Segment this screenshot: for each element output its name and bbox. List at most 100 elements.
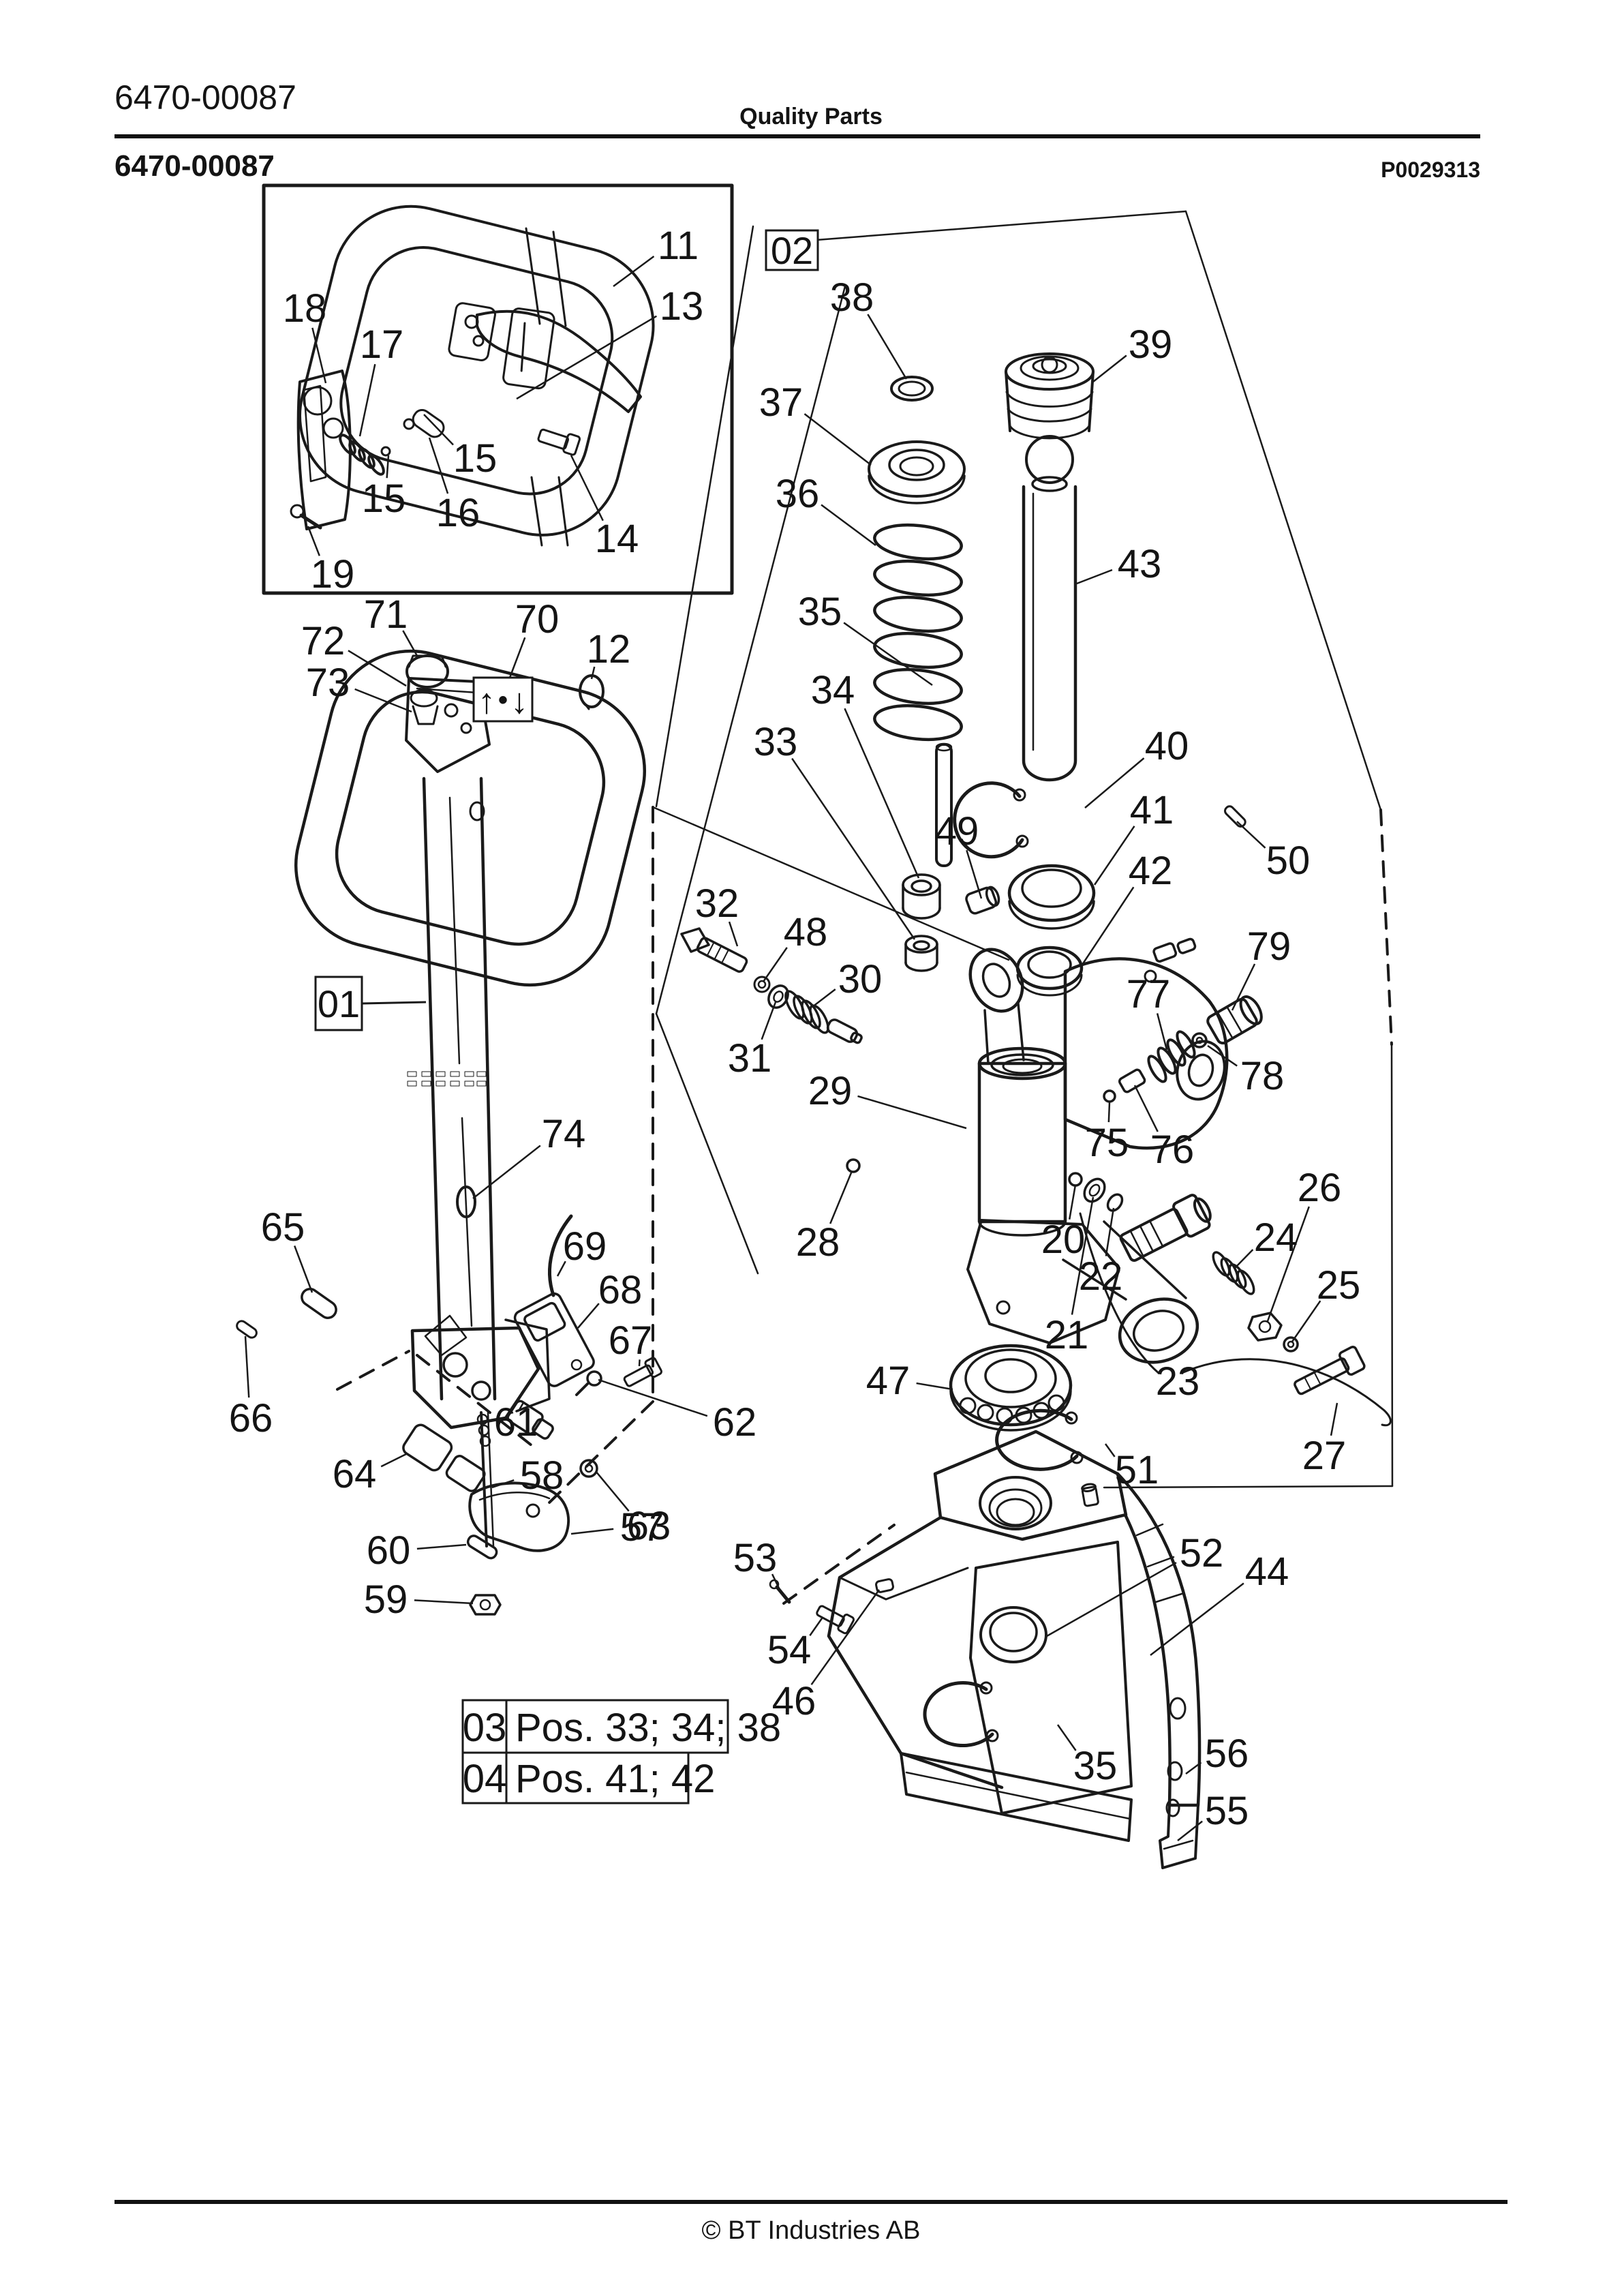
callout-77: 77 <box>1127 972 1171 1016</box>
leader-line-32 <box>728 921 739 947</box>
leader-line-46 <box>810 1589 881 1685</box>
assembly-boxes: 01 02 <box>314 229 819 1031</box>
callout-12: 12 <box>587 627 631 671</box>
leader-line-69 <box>556 1260 566 1277</box>
leader-line-49 <box>966 849 983 899</box>
leader-line-55 <box>1177 1820 1203 1841</box>
leader-line-19 <box>307 526 320 556</box>
callout-59: 59 <box>364 1577 408 1622</box>
quality-parts-title: Quality Parts <box>739 104 883 130</box>
assembly-box-label-01: 01 <box>318 982 360 1025</box>
leader-line-39 <box>1092 354 1127 382</box>
callout-63: 63 <box>627 1504 671 1548</box>
leader-line-65 <box>293 1245 313 1293</box>
callout-29: 29 <box>808 1069 853 1113</box>
callout-37: 37 <box>759 380 804 425</box>
leader-line-28 <box>829 1170 853 1224</box>
leader-line-75 <box>1107 1102 1111 1123</box>
leader-line-37 <box>804 413 872 466</box>
leader-line-18 <box>311 327 327 384</box>
leader-line-68 <box>577 1303 600 1329</box>
callout-73: 73 <box>306 661 350 705</box>
callout-15: 15 <box>453 436 498 481</box>
leader-line-22 <box>1105 1207 1115 1256</box>
ref-positions: Pos. 41; 42 <box>515 1757 715 1801</box>
callout-57: 57 <box>620 1505 664 1550</box>
pump-spring <box>873 523 963 742</box>
leader-line-13 <box>516 315 658 400</box>
callout-79: 79 <box>1247 924 1291 969</box>
leader-line-50 <box>1236 821 1266 849</box>
callout-23: 23 <box>1156 1359 1200 1404</box>
leader-line-21 <box>1071 1196 1095 1315</box>
leader-line-73 <box>354 688 412 713</box>
svg-text:↓: ↓ <box>510 682 528 721</box>
callout-76: 76 <box>1150 1128 1195 1172</box>
leader-line-29 <box>857 1095 967 1130</box>
svg-text:•: • <box>498 685 508 715</box>
callout-61: 61 <box>494 1400 538 1445</box>
callout-39: 39 <box>1129 322 1173 367</box>
callout-52: 52 <box>1180 1531 1224 1575</box>
callout-54: 54 <box>767 1628 812 1672</box>
leader-line-56 <box>1185 1762 1202 1775</box>
callout-16: 16 <box>436 491 480 535</box>
assembly-box-label-02: 02 <box>771 229 813 272</box>
leader-line-15 <box>423 414 454 446</box>
callout-69: 69 <box>563 1224 607 1269</box>
ref-positions: Pos. 33; 34; 38 <box>515 1706 781 1750</box>
leader-line-74 <box>472 1145 541 1199</box>
leader-line-11 <box>613 256 655 288</box>
callout-75: 75 <box>1085 1121 1129 1165</box>
callout-24: 24 <box>1254 1215 1298 1260</box>
group-boundary-lines <box>336 210 1394 1605</box>
embossed-logo-band <box>407 1071 487 1087</box>
table-row: 04 Pos. 41; 42 <box>461 1751 715 1804</box>
callout-22: 22 <box>1079 1254 1123 1299</box>
ref-id: 03 <box>463 1706 507 1750</box>
leader-line-72 <box>348 650 407 687</box>
callout-46: 46 <box>772 1679 816 1723</box>
reference-table: 03 Pos. 33; 34; 38 04 Pos. 41; 42 <box>461 1699 781 1804</box>
leader-line-59 <box>414 1599 474 1605</box>
callout-35: 35 <box>1073 1744 1118 1788</box>
callout-21: 21 <box>1045 1313 1089 1357</box>
leader-line-35 <box>843 622 933 686</box>
leader-line-17 <box>358 363 376 437</box>
ref-id: 04 <box>463 1757 507 1801</box>
leader-line-33 <box>791 757 916 940</box>
callout-64: 64 <box>333 1452 377 1496</box>
leader-line-38 <box>867 314 908 380</box>
svg-text:↑: ↑ <box>478 682 495 721</box>
callout-17: 17 <box>360 322 404 367</box>
leader-line-26 <box>1266 1206 1310 1322</box>
leader-line-60 <box>416 1543 467 1550</box>
assembly-box-01 <box>314 976 363 1031</box>
leader-line-12 <box>590 666 596 680</box>
copyright: © BT Industries AB <box>702 2216 921 2245</box>
assembly-box-leader-01 <box>361 1001 427 1005</box>
callout-34: 34 <box>811 668 855 712</box>
callout-44: 44 <box>1245 1550 1289 1594</box>
leader-line-41 <box>1093 826 1135 886</box>
leader-line-76 <box>1133 1085 1159 1132</box>
callout-27: 27 <box>1302 1434 1347 1478</box>
callout-62: 62 <box>713 1400 757 1445</box>
callout-55: 55 <box>1205 1789 1249 1833</box>
callout-11: 11 <box>658 224 699 268</box>
callout-13: 13 <box>660 284 704 329</box>
assembly-box-02 <box>765 229 819 271</box>
leader-line-43 <box>1076 569 1113 585</box>
callout-72: 72 <box>301 619 346 663</box>
callout-48: 48 <box>784 910 828 954</box>
leader-line-70 <box>508 637 526 678</box>
leader-line-48 <box>762 947 788 982</box>
callout-60: 60 <box>367 1528 411 1573</box>
callout-78: 78 <box>1240 1054 1285 1098</box>
callout-58: 58 <box>520 1453 564 1498</box>
tiller-arm-assembly <box>236 649 662 1616</box>
callout-67: 67 <box>609 1318 653 1363</box>
lift-lower-icon: ↑ • ↓ <box>472 676 534 723</box>
